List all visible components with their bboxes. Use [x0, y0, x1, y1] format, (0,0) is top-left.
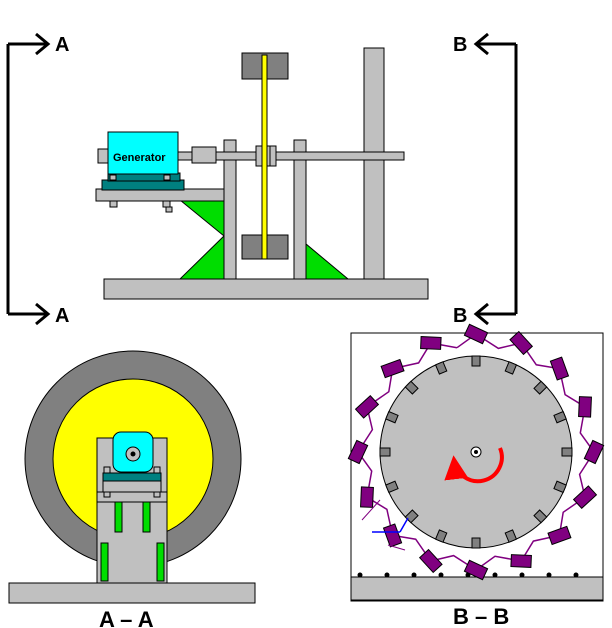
section-b-top-label: B: [453, 34, 467, 56]
section-a-bracket: [6, 32, 51, 326]
bucket: [583, 439, 605, 465]
wheel-tooth: [385, 480, 399, 494]
wheel-tooth: [434, 361, 448, 375]
wheel-base: [350, 576, 604, 601]
bucket: [578, 396, 592, 418]
wheel-tooth: [379, 447, 391, 457]
coupling: [191, 146, 217, 164]
wheel-tooth: [404, 380, 419, 395]
generator-body: [107, 131, 179, 175]
wheel-tooth: [471, 537, 481, 549]
wheel-tooth: [471, 355, 481, 367]
generator-label: Generator: [113, 152, 166, 164]
wheel-teeth: [379, 355, 573, 549]
view-a-caption: A – A: [99, 607, 154, 628]
front-generator-base: [102, 472, 162, 482]
floor-rivet: [573, 572, 579, 578]
bucket: [354, 394, 380, 419]
platform-bolts: [109, 200, 173, 213]
wheel-tooth: [504, 529, 518, 543]
wheel-tooth: [533, 380, 548, 395]
front-bolts: [103, 466, 161, 498]
bucket: [463, 559, 489, 581]
floor-rivet: [519, 572, 525, 578]
bucket: [510, 554, 532, 568]
rotation-arrow: [444, 447, 504, 484]
bucket: [420, 336, 442, 350]
water-inflow: [372, 517, 409, 533]
front-base-plate: [8, 582, 256, 604]
bucket: [418, 548, 443, 574]
section-a-bottom-label: A: [55, 305, 69, 327]
drive-belt: [261, 54, 268, 260]
bucket: [549, 356, 570, 381]
section-a-top-label: A: [55, 34, 69, 56]
left-post: [223, 139, 237, 280]
front-green-braces: [100, 501, 165, 582]
bucket: [509, 330, 534, 356]
section-b-view: B – B: [347, 323, 605, 628]
wheel-tooth: [504, 361, 518, 375]
bucket: [463, 323, 489, 345]
front-shaft-center: [130, 451, 136, 457]
floor-rivet: [411, 572, 417, 578]
middle-post: [293, 139, 307, 280]
floor-rivet: [546, 572, 552, 578]
floor-rivet: [357, 572, 363, 578]
lower-gusset-right: [305, 242, 350, 280]
shaft-end-cap: [97, 148, 109, 164]
wheel-tooth: [553, 480, 567, 494]
wheel-axle-center: [474, 450, 478, 454]
side-view: A A B B: [6, 32, 518, 327]
bucket: [382, 523, 403, 548]
floor-rivet: [492, 572, 498, 578]
lower-gusset-left: [178, 234, 225, 280]
wheel-buckets: [347, 323, 605, 581]
wheel-tooth: [561, 447, 573, 457]
upper-gusset: [178, 199, 225, 238]
wheel-tooth: [553, 410, 567, 424]
base-plate: [103, 278, 429, 300]
floor-rivets: [357, 572, 579, 578]
bucket: [380, 358, 405, 379]
generator-platform: [95, 188, 225, 202]
bucket: [347, 439, 369, 465]
inflow-guide: [361, 499, 406, 551]
wheel-tooth: [385, 410, 399, 424]
bucket: [547, 525, 572, 546]
wheel-tooth: [434, 529, 448, 543]
front-mount-plate: [102, 479, 162, 493]
wheel-tooth: [533, 509, 548, 524]
floor-rivet: [384, 572, 390, 578]
bucket: [360, 486, 374, 508]
bucket: [572, 485, 598, 510]
view-b-caption: B – B: [453, 604, 509, 628]
section-b-bracket: [473, 32, 518, 326]
wheel-tooth: [404, 509, 419, 524]
right-post: [363, 47, 385, 280]
floor-rivet: [438, 572, 444, 578]
section-a-view: A – A: [8, 350, 256, 628]
generator-mount-bolts: [109, 174, 171, 181]
section-b-bottom-label: B: [453, 305, 467, 327]
